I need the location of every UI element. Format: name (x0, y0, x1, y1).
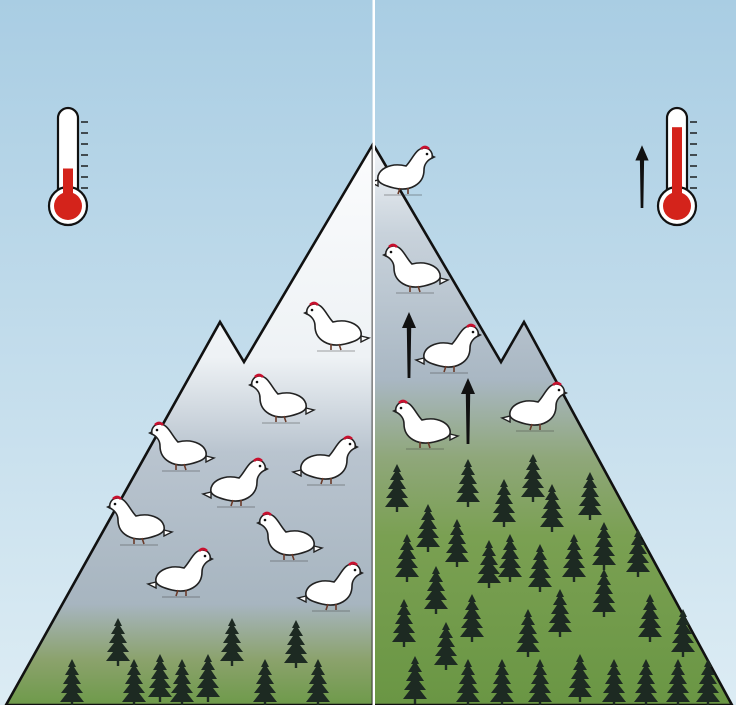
left-panel-present (0, 0, 373, 705)
right-panel-warmer (370, 0, 736, 705)
panel-divider (373, 0, 376, 705)
